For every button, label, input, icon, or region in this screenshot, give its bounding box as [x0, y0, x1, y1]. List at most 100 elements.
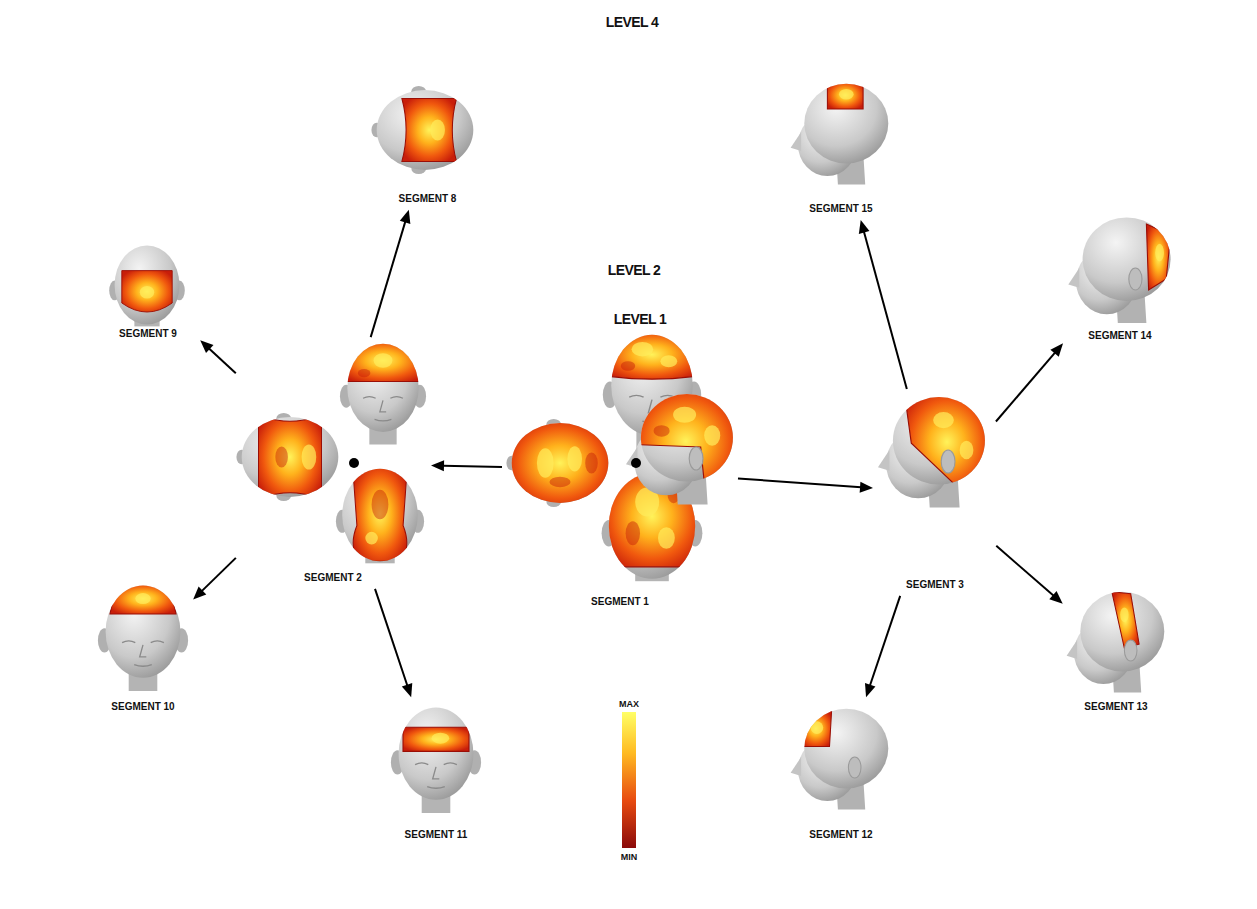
illustration-part — [122, 271, 172, 312]
illustration-part — [510, 421, 611, 505]
illustration-part — [704, 425, 720, 446]
illustration-part — [402, 99, 457, 162]
illustration-part — [110, 583, 176, 614]
arrow-head — [402, 683, 412, 697]
head-back — [109, 245, 185, 326]
head-back — [336, 467, 424, 564]
connector-line — [202, 558, 236, 591]
illustration-part — [941, 450, 955, 473]
connector-line — [996, 352, 1055, 421]
connector-line — [375, 589, 407, 686]
connector-line — [443, 466, 502, 467]
arrow-head — [860, 482, 873, 493]
connector-arrow — [859, 220, 907, 389]
illustration-part — [403, 727, 469, 751]
connector-line — [371, 221, 406, 337]
illustration-part — [550, 477, 571, 488]
scale-label: MIN — [621, 852, 638, 863]
illustration-part — [109, 245, 185, 326]
head-front — [391, 707, 481, 813]
segment-group: SEGMENT 1 — [505, 330, 735, 610]
illustration-part — [1112, 592, 1139, 649]
segment-group: SEGMENT 15 — [790, 78, 892, 217]
illustration-part — [358, 369, 371, 377]
level-region: LEVEL 1SEGMENT 1 — [455, 305, 825, 615]
region-outline — [455, 305, 825, 615]
region-ellipse — [196, 258, 1072, 662]
head-side — [878, 393, 990, 508]
segment-label: SEGMENT 10 — [95, 701, 191, 713]
illustration-part — [904, 393, 989, 492]
arrow-head — [400, 210, 411, 224]
segment-group: SEGMENT 10 — [95, 582, 191, 715]
illustration-part — [391, 707, 481, 813]
connector-arrow — [375, 589, 412, 697]
illustration-part — [135, 593, 150, 604]
segment-label: SEGMENT 1 — [505, 596, 735, 608]
illustration-part — [140, 286, 154, 299]
illustration-part — [341, 340, 425, 382]
illustration-part — [110, 583, 176, 614]
head-side — [1067, 592, 1165, 693]
illustration-part — [430, 120, 445, 141]
illustration-part — [660, 355, 677, 367]
region-outline — [12, 8, 1252, 904]
level-label: LEVEL 4 — [12, 14, 1252, 30]
illustration-part — [960, 441, 974, 459]
connector-arrow — [193, 558, 236, 600]
color-scale-bar — [622, 712, 636, 848]
illustration-part — [1112, 592, 1139, 649]
segment-group: SEGMENT 12 — [790, 700, 892, 843]
arrow-head — [1049, 591, 1062, 604]
arrow-head — [859, 220, 870, 234]
segment-label: SEGMENT 13 — [1065, 701, 1167, 713]
illustration-part — [634, 390, 738, 494]
arrow-head — [193, 587, 206, 600]
segment-group: SEGMENT 2 — [238, 340, 428, 586]
illustration-part — [275, 447, 288, 468]
illustration-part — [353, 467, 408, 562]
illustration-part — [1146, 224, 1170, 290]
illustration-part — [567, 446, 582, 471]
head-top — [371, 86, 473, 174]
illustration-part — [604, 330, 700, 379]
connector-arrow — [996, 546, 1062, 604]
head-side — [1068, 217, 1170, 323]
illustration-part — [1124, 640, 1137, 661]
head-side — [626, 390, 738, 505]
junction-dot — [631, 458, 641, 468]
illustration-part — [341, 340, 425, 382]
head-top — [506, 419, 610, 507]
illustration-part — [372, 490, 389, 519]
illustration-part — [236, 413, 338, 501]
region-ellipse — [455, 305, 825, 615]
illustration-part — [1129, 268, 1142, 290]
segment-group: SEGMENT 8 — [370, 88, 485, 207]
connector-line — [209, 348, 236, 373]
segment-label: SEGMENT 8 — [370, 193, 485, 205]
illustration-part — [432, 733, 450, 744]
connector-line — [870, 596, 900, 686]
illustration-part — [604, 330, 700, 379]
illustration-part — [1120, 607, 1128, 622]
level-region: LEVEL 2LEVEL 1SEGMENT 1SEGMENT 2SEGMENT … — [196, 258, 1072, 662]
arrow-head — [431, 460, 444, 471]
illustration-part — [811, 721, 824, 734]
connector-line — [864, 231, 907, 389]
illustration-part — [654, 425, 670, 437]
illustration-part — [827, 82, 863, 109]
illustration-part — [403, 727, 469, 751]
illustration-part — [340, 344, 426, 445]
level-region: LEVEL 4LEVEL 2LEVEL 1SEGMENT 1SEGMENT 2S… — [12, 8, 1252, 904]
segment-label: SEGMENT 14 — [1065, 330, 1175, 342]
illustration-part — [585, 453, 598, 474]
illustration-part — [621, 361, 635, 371]
segment-label: SEGMENT 12 — [790, 829, 892, 841]
head-front — [98, 583, 188, 691]
illustration-part — [371, 86, 473, 174]
segment-group: SEGMENT 11 — [385, 700, 487, 843]
head-top — [236, 413, 338, 501]
illustration-part — [800, 711, 832, 747]
